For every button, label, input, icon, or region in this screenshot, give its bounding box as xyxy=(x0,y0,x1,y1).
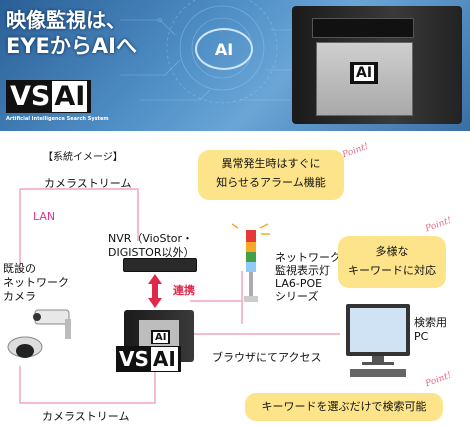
pc-label: 検索用 PC xyxy=(414,316,447,343)
browser-access-label: ブラウザにてアクセス xyxy=(212,351,322,364)
camera-stream-bottom-label: カメラストリーム xyxy=(42,410,130,423)
network-camera-illustration xyxy=(7,309,71,358)
brand-logo-ai: AI xyxy=(52,81,88,112)
lan-label: LAN xyxy=(33,210,56,223)
vsai-device-badge: AI xyxy=(151,330,171,344)
signal-tower-lamp-illustration xyxy=(232,223,270,302)
nvr-device-illustration xyxy=(123,258,197,272)
device-ai-text: AI xyxy=(354,65,375,81)
connection-lines xyxy=(19,188,340,404)
vsai-logo: VS AI xyxy=(116,346,181,372)
camera-stream-top-label: カメラストリーム xyxy=(44,177,132,190)
circuit-background xyxy=(120,0,313,104)
search-feature-bubble: キーワードを選ぶだけで検索可能 xyxy=(245,393,443,421)
link-label: 連携 xyxy=(173,284,195,297)
banner-title-line2: EYEからAIへ xyxy=(6,34,137,58)
device-ai-badge: AI xyxy=(350,62,379,84)
search-pc-illustration xyxy=(346,304,410,377)
ai-circle-text: AI xyxy=(214,39,234,59)
camera-label: 既設の ネットワーク カメラ xyxy=(3,262,69,303)
banner-title-line1: 映像監視は、 xyxy=(6,8,126,32)
section-title: 【系統イメージ】 xyxy=(43,152,123,163)
vsai-logo-ai: AI xyxy=(150,347,178,371)
ai-circle-badge: AI xyxy=(195,28,253,70)
vsai-device-badge-text: AI xyxy=(153,331,169,343)
server-device-illustration: AI xyxy=(292,6,462,124)
nvr-label: NVR（VioStor・ DIGISTOR以外） xyxy=(108,232,195,259)
hero-banner: 映像監視は、 EYEからAIへ AI VS AI Artificial Inte… xyxy=(0,0,470,131)
lamp-label: ネットワーク 監視表示灯 LA6-POE シリーズ xyxy=(275,251,341,303)
brand-logo-vs: VS xyxy=(10,81,51,112)
alarm-feature-bubble: 異常発生時はすぐに 知らせるアラーム機能 xyxy=(198,150,344,200)
keyword-feature-bubble: 多様な キーワードに対応 xyxy=(338,236,446,288)
vsai-logo-vs: VS xyxy=(119,347,149,371)
link-arrow-icon xyxy=(148,274,162,308)
brand-subtitle: Artificial Intelligence Search System xyxy=(6,116,109,122)
brand-logo: VS AI xyxy=(6,80,92,113)
